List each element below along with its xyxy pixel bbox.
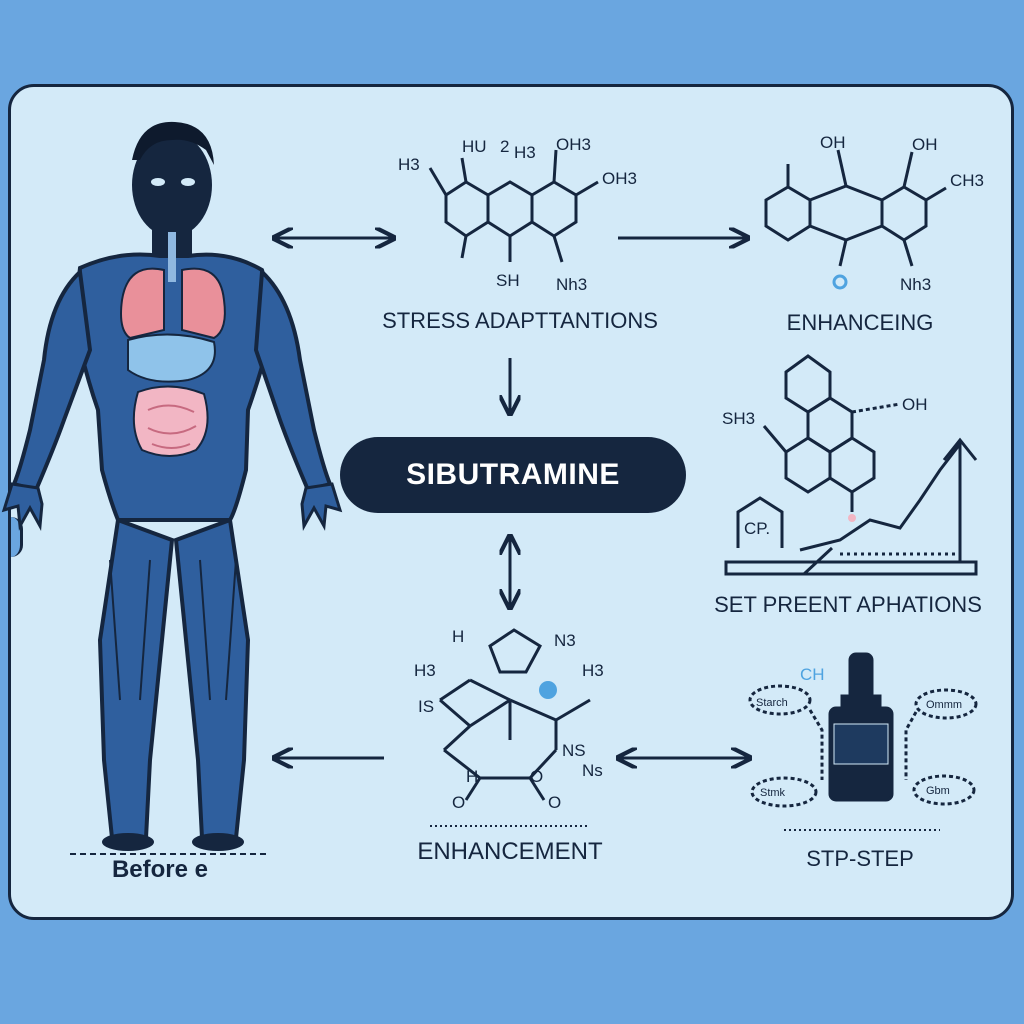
sibutramine-pill: SIBUTRAMINE (340, 437, 686, 513)
label-before: Before e (111, 856, 209, 883)
label-set-present: SET PREENT APHATIONS (714, 592, 982, 617)
label-step-step: STP-STEP (806, 846, 914, 871)
panel-notch (11, 517, 23, 557)
label-stress-adaptations: STRESS ADAPTTANTIONS (382, 308, 658, 333)
label-enhancement: ENHANCEMENT (417, 838, 603, 865)
label-enhancing: ENHANCEING (786, 310, 934, 335)
